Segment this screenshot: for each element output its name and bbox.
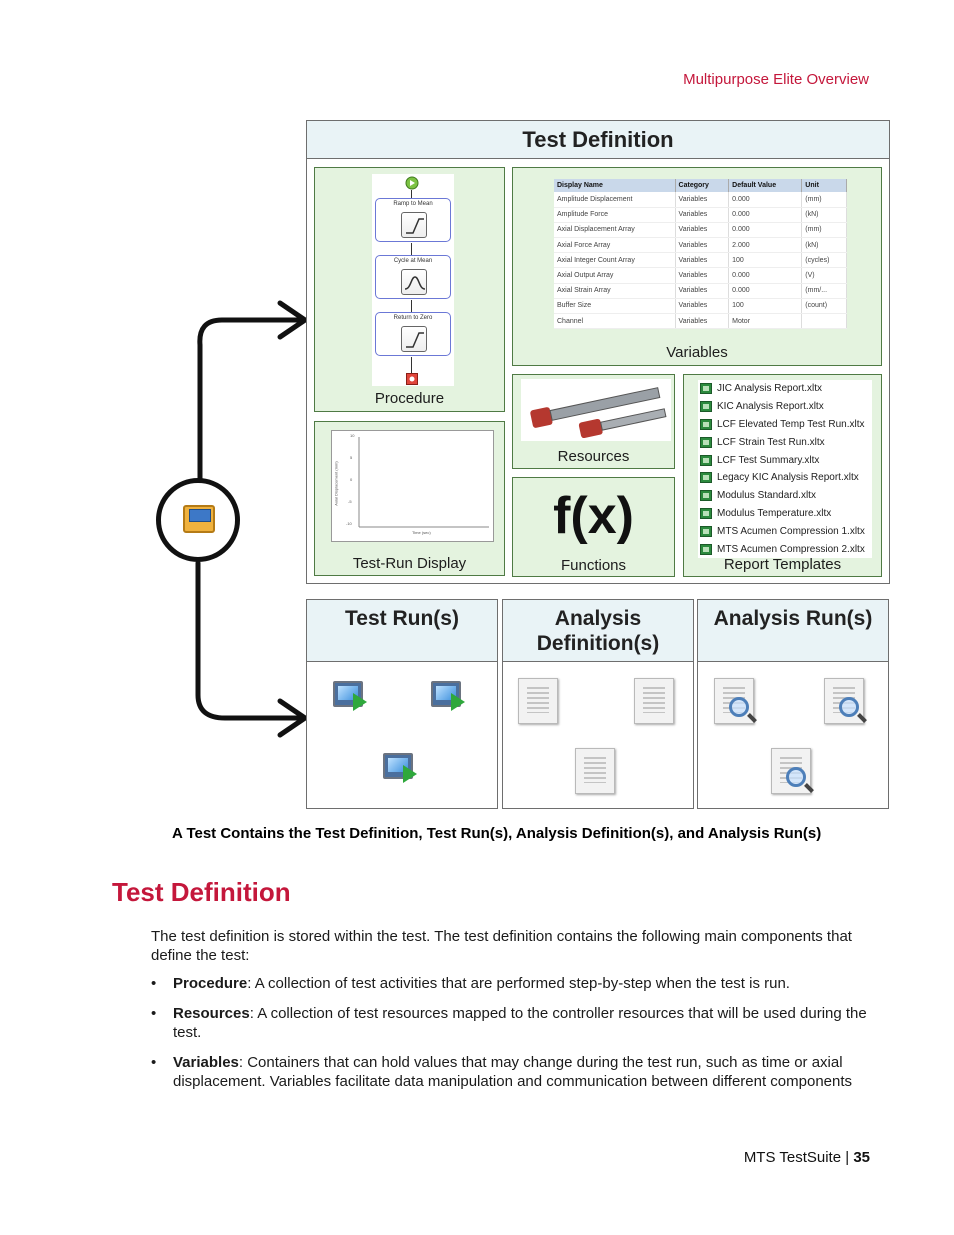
excel-template-icon xyxy=(700,419,712,430)
test-run-display-panel: 10 5 0 -5 -10 Time (sec) Axial Displacem… xyxy=(314,421,505,576)
test-runs-box: Test Run(s) xyxy=(306,599,498,809)
plot-frame: 10 5 0 -5 -10 Time (sec) Axial Displacem… xyxy=(331,430,494,542)
start-icon xyxy=(405,176,419,190)
resources-panel: Resources xyxy=(512,374,675,469)
analysis-runs-title: Analysis Run(s) xyxy=(698,600,888,662)
list-item[interactable]: JIC Analysis Report.xltx xyxy=(698,380,872,398)
column-header: Category xyxy=(675,179,729,192)
test-file-icon xyxy=(183,505,215,533)
list-item[interactable]: Legacy KIC Analysis Report.xltx xyxy=(698,469,872,487)
report-templates-panel: JIC Analysis Report.xltx KIC Analysis Re… xyxy=(683,374,882,577)
procedure-label: Procedure xyxy=(315,390,504,407)
test-run-display-label: Test-Run Display xyxy=(315,555,504,572)
procedure-step: Return to Zero xyxy=(375,312,451,356)
excel-template-icon xyxy=(700,383,712,394)
list-item[interactable]: LCF Test Summary.xltx xyxy=(698,451,872,469)
variables-label: Variables xyxy=(513,344,881,361)
list-item[interactable]: LCF Strain Test Run.xltx xyxy=(698,433,872,451)
variables-table: Display Name Category Default Value Unit… xyxy=(554,179,847,329)
excel-template-icon xyxy=(700,401,712,412)
procedure-panel: Ramp to Mean Cycle at Mean Return to Zer… xyxy=(314,167,505,412)
y-tick: 10 xyxy=(350,433,354,438)
excel-template-icon xyxy=(700,437,712,448)
list-item: Variables: Containers that can hold valu… xyxy=(151,1053,873,1091)
functions-label: Functions xyxy=(513,557,674,574)
test-run-icon xyxy=(333,681,369,715)
column-header: Display Name xyxy=(554,179,675,192)
page-number: 35 xyxy=(853,1149,870,1166)
actuator-image xyxy=(521,379,671,441)
analysis-run-icon xyxy=(714,678,754,724)
report-templates-list: JIC Analysis Report.xltx KIC Analysis Re… xyxy=(698,380,872,558)
list-item[interactable]: KIC Analysis Report.xltx xyxy=(698,398,872,416)
functions-symbol: f(x) xyxy=(513,486,674,546)
resources-label: Resources xyxy=(513,448,674,465)
functions-panel: f(x) Functions xyxy=(512,477,675,577)
running-header: Multipurpose Elite Overview xyxy=(683,71,869,88)
analysis-definitions-title: Analysis Definition(s) xyxy=(503,600,693,662)
analysis-run-icon xyxy=(824,678,864,724)
list-item[interactable]: Modulus Temperature.xltx xyxy=(698,505,872,523)
list-item: Resources: A collection of test resource… xyxy=(151,1004,873,1042)
procedure-steps: Ramp to Mean Cycle at Mean Return to Zer… xyxy=(372,174,454,386)
excel-template-icon xyxy=(700,490,712,501)
y-tick: 0 xyxy=(350,477,352,482)
footer-product: MTS TestSuite | xyxy=(744,1149,849,1166)
y-axis-label: Axial Displacement (mm) xyxy=(334,461,339,505)
test-runs-title: Test Run(s) xyxy=(307,600,497,662)
y-tick: 5 xyxy=(350,455,352,460)
test-run-icon xyxy=(383,753,419,787)
connector-arrows xyxy=(150,115,320,755)
procedure-step: Ramp to Mean xyxy=(375,198,451,242)
test-structure-figure: Test Definition Ramp to Mean Cycle at Me… xyxy=(150,115,895,815)
list-item[interactable]: Modulus Standard.xltx xyxy=(698,487,872,505)
analysis-run-icon xyxy=(771,748,811,794)
analysis-definitions-box: Analysis Definition(s) xyxy=(502,599,694,809)
test-icon-circle xyxy=(156,478,240,562)
excel-template-icon xyxy=(700,472,712,483)
test-run-icon xyxy=(431,681,467,715)
variables-panel: Display Name Category Default Value Unit… xyxy=(512,167,882,366)
stop-icon xyxy=(406,373,418,385)
list-item: Procedure: A collection of test activiti… xyxy=(151,974,873,993)
list-item[interactable]: MTS Acumen Compression 1.xltx xyxy=(698,522,872,540)
test-definition-container: Test Definition Ramp to Mean Cycle at Me… xyxy=(306,120,890,584)
excel-template-icon xyxy=(700,508,712,519)
excel-template-icon xyxy=(700,544,712,555)
page-footer: MTS TestSuite | 35 xyxy=(744,1149,870,1166)
report-templates-label: Report Templates xyxy=(684,556,881,573)
column-header: Default Value xyxy=(729,179,802,192)
analysis-runs-box: Analysis Run(s) xyxy=(697,599,889,809)
test-definition-title: Test Definition xyxy=(307,121,889,159)
excel-template-icon xyxy=(700,455,712,466)
intro-paragraph: The test definition is stored within the… xyxy=(151,927,873,965)
components-list: Procedure: A collection of test activiti… xyxy=(151,974,873,1102)
y-tick: -10 xyxy=(346,521,352,526)
excel-template-icon xyxy=(700,526,712,537)
y-tick: -5 xyxy=(348,499,352,504)
section-heading: Test Definition xyxy=(112,877,291,908)
procedure-step: Cycle at Mean xyxy=(375,255,451,299)
analysis-definition-icon xyxy=(575,748,615,794)
analysis-definition-icon xyxy=(518,678,558,724)
x-axis-label: Time (sec) xyxy=(412,530,431,535)
analysis-definition-icon xyxy=(634,678,674,724)
column-header: Unit xyxy=(802,179,847,192)
figure-caption: A Test Contains the Test Definition, Tes… xyxy=(172,825,821,842)
list-item[interactable]: LCF Elevated Temp Test Run.xltx xyxy=(698,416,872,434)
